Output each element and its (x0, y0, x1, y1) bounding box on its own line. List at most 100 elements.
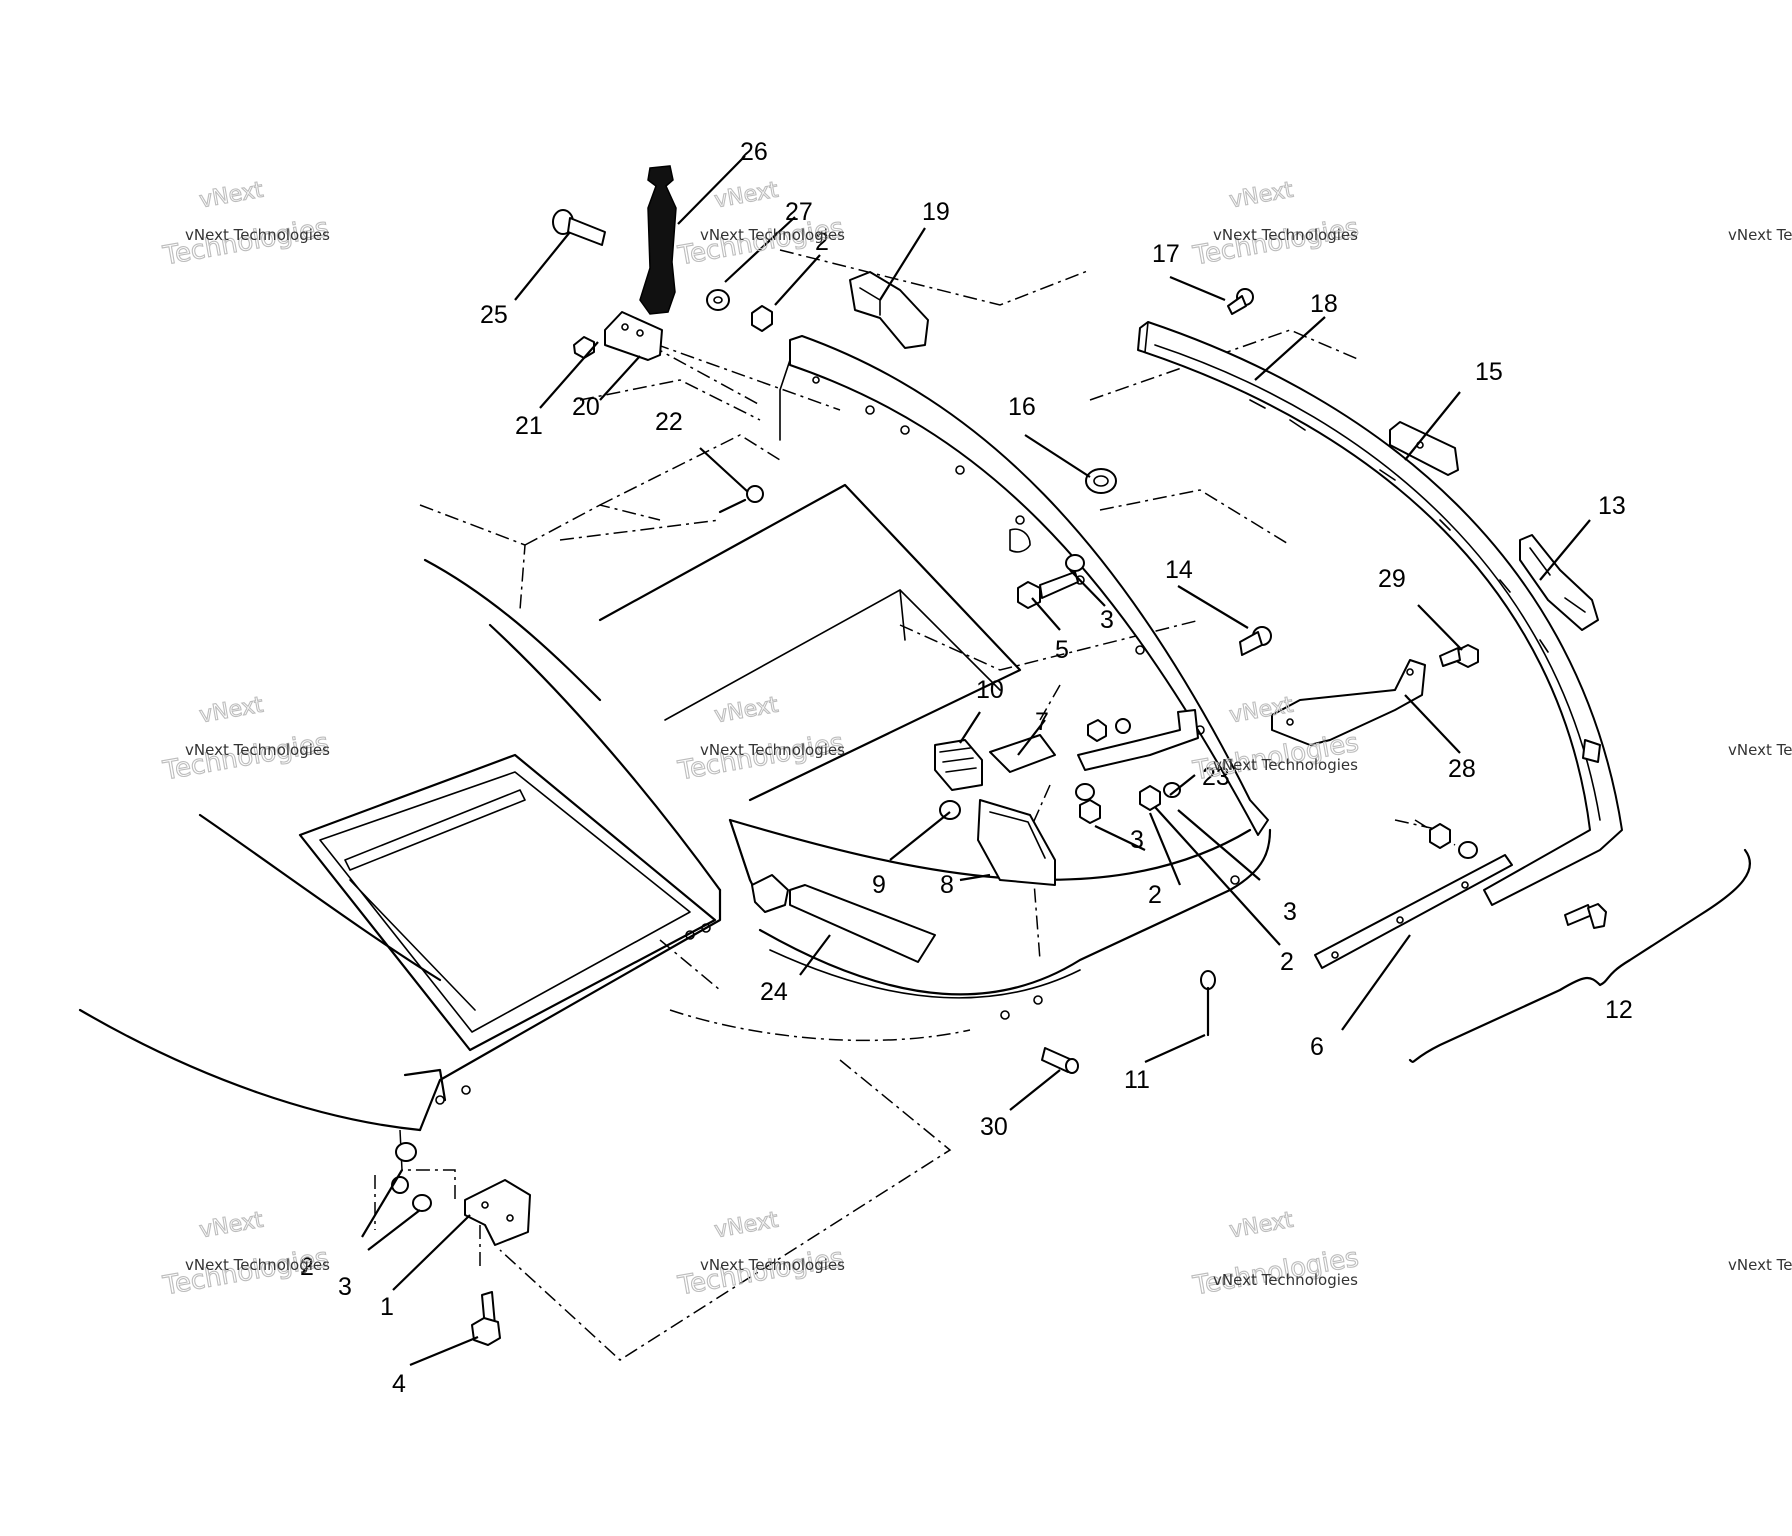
watermarks: vNext Technologies vNext Technologies vN… (160, 177, 1792, 1302)
dash-bracket (779, 335, 1269, 836)
callout-6: 6 (1310, 1033, 1324, 1061)
part-2-nut-lower (1079, 799, 1101, 824)
part-2-nut-23 (1139, 785, 1161, 811)
watermark-label: vNext Technologies (1728, 226, 1792, 244)
part-washer-7 (1115, 718, 1131, 734)
callout-30: 30 (980, 1113, 1008, 1141)
part-14-bolt (1239, 626, 1272, 656)
callout-27: 27 (785, 198, 813, 226)
callout-11: 11 (1124, 1066, 1150, 1094)
watermark-label: vNext Technologies (185, 741, 330, 759)
callout-26: 26 (740, 138, 768, 166)
callout-12: 12 (1605, 996, 1633, 1024)
brace-12 (1408, 848, 1751, 1063)
part-2-nut-bl (391, 1176, 409, 1194)
watermark-label: vNext Technologies (700, 1256, 845, 1274)
callout-3-bl: 3 (338, 1273, 352, 1301)
watermark-label: vNext Technologies (1213, 756, 1358, 774)
watermark-5: vNext Technologies (675, 692, 847, 787)
part-27-washer-hole (713, 296, 723, 304)
part-16-grommet (1085, 468, 1117, 494)
callout-2-bl: 2 (300, 1253, 314, 1281)
watermark-label: vNext Technologies (185, 226, 330, 244)
part-20-plate (604, 311, 663, 361)
callout-18: 18 (1310, 290, 1338, 318)
part-nut-7 (1087, 719, 1107, 742)
part-washer-right (1458, 841, 1478, 859)
part-29-bolt (1439, 644, 1479, 668)
part-27-washer (706, 289, 730, 311)
callout-4: 4 (392, 1370, 406, 1398)
watermark-label: vNext Technologies (185, 1256, 330, 1274)
part-24-plate (789, 884, 936, 963)
callout-24: 24 (760, 978, 788, 1006)
part-4-bolt (471, 1291, 501, 1346)
watermark-vnext: vNext (1228, 1208, 1296, 1244)
watermark-3: vNext Technologies (1190, 177, 1362, 272)
callout-3-upper: 3 (1100, 606, 1114, 634)
callout-2-top: 2 (815, 228, 829, 256)
watermark-label: vNext Technologies (1728, 741, 1792, 759)
watermark-vnext: vNext (198, 1208, 266, 1244)
watermark-vnext: vNext (713, 178, 781, 214)
bumper-rail (1137, 321, 1623, 906)
callout-1: 1 (380, 1293, 394, 1321)
watermark-4: vNext Technologies (160, 692, 332, 787)
callout-15: 15 (1475, 358, 1503, 386)
callout-17: 17 (1152, 240, 1180, 268)
callout-numbers: 26 27 2 19 25 21 20 22 16 17 18 15 13 14… (300, 138, 1633, 1398)
watermark-vnext: vNext (198, 178, 266, 214)
watermark-label: vNext Technologies (1213, 1271, 1358, 1289)
part-nut-right (1429, 823, 1451, 849)
part-3-washer-upper (1065, 554, 1085, 572)
part-2-nut-top (751, 305, 773, 332)
callout-25: 25 (480, 301, 508, 329)
callout-28: 28 (1448, 755, 1476, 783)
callout-7: 7 (1035, 708, 1049, 736)
watermark-label: vNext Technologies (1728, 1256, 1792, 1274)
watermark-label: vNext Technologies (700, 226, 845, 244)
part-23-bracket (1077, 709, 1199, 771)
watermark-vnext: vNext (1228, 178, 1296, 214)
part-1-bracket (464, 1179, 531, 1246)
part-6-strip (1314, 854, 1513, 969)
callout-13: 13 (1598, 492, 1626, 520)
callout-23: 23 (1202, 763, 1230, 791)
part-21-nut (573, 336, 595, 359)
leader-lines (361, 155, 1591, 1367)
callout-10: 10 (976, 676, 1004, 704)
part-13-bracket (1519, 534, 1599, 631)
part-25-bolt (552, 209, 606, 246)
assembly-lines (374, 249, 1456, 1361)
callout-21: 21 (515, 412, 543, 440)
watermark-7: vNext Technologies (160, 1207, 332, 1302)
watermark-label: vNext Technologies (700, 741, 845, 759)
part-22-rivet (718, 485, 764, 514)
callout-14: 14 (1165, 556, 1193, 584)
callout-3-mid: 3 (1130, 826, 1144, 854)
watermark-1: vNext Technologies (160, 177, 332, 272)
part-3-washer-23 (1163, 782, 1181, 798)
part-5-bolt (1017, 571, 1079, 609)
part-16-grommet-hole (1093, 475, 1109, 487)
callout-5: 5 (1055, 636, 1069, 664)
part-26-handle (639, 165, 677, 315)
callout-9: 9 (872, 871, 886, 899)
part-bracket-left (751, 874, 789, 913)
part-7-bar (989, 734, 1056, 773)
callout-8: 8 (940, 871, 954, 899)
callout-20: 20 (572, 393, 600, 421)
watermark-vnext: vNext (713, 1208, 781, 1244)
part-10-switch (934, 739, 983, 791)
hood-body (78, 558, 722, 1132)
watermark-label: vNext Technologies (1213, 226, 1358, 244)
part-8-housing (977, 799, 1056, 886)
part-28-bracket (1271, 659, 1426, 746)
part-9-grommet (939, 800, 961, 820)
callout-29: 29 (1378, 565, 1406, 593)
callout-2-right: 2 (1280, 948, 1294, 976)
part-30-screw (1041, 1047, 1079, 1074)
part-3-washer-lower (1075, 783, 1095, 801)
part-11-fastener (1200, 970, 1216, 1037)
